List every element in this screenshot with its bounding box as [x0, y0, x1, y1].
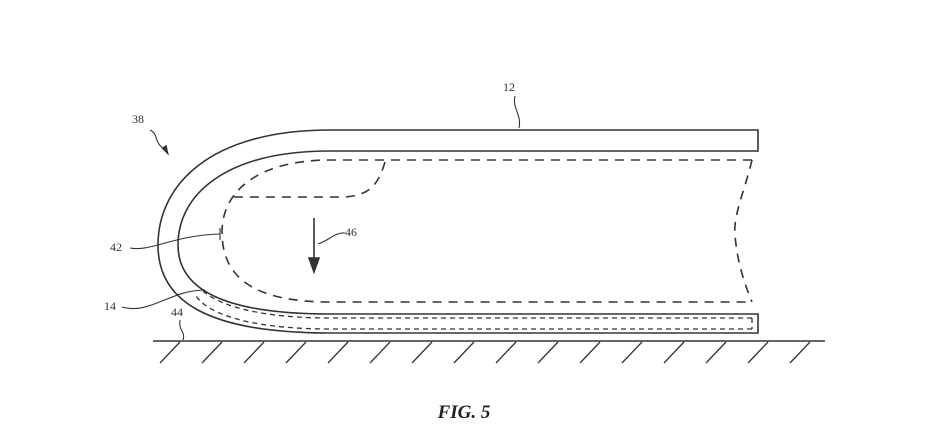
hatch-mark — [747, 341, 769, 364]
hatch-mark — [789, 341, 811, 364]
hatch-mark — [663, 341, 685, 364]
label-38: 38 — [132, 112, 144, 126]
inner-step-dashed — [233, 161, 386, 198]
folded-device-outline — [157, 129, 759, 334]
hatch-mark — [327, 341, 349, 364]
display-layer-dashed-lower — [195, 295, 752, 330]
hatch-mark — [537, 341, 559, 364]
hatch-mark — [621, 341, 643, 364]
hatch-mark — [411, 341, 433, 364]
hatch-mark — [579, 341, 601, 364]
arrowhead-38 — [161, 144, 169, 156]
direction-arrow-head — [307, 257, 321, 275]
inner-dashed-outline — [221, 159, 752, 303]
label-14: 14 — [104, 299, 116, 313]
hatch-mark — [369, 341, 391, 364]
hatch-mark — [453, 341, 475, 364]
hatch-mark — [159, 341, 181, 364]
label-12: 12 — [503, 80, 515, 94]
leader-46 — [317, 232, 346, 245]
hatch-mark — [243, 341, 265, 364]
hatch-mark — [495, 341, 517, 364]
hatch-mark — [705, 341, 727, 364]
label-46: 46 — [345, 225, 357, 239]
leader-42 — [129, 233, 221, 250]
figure-caption: FIG. 5 — [437, 402, 491, 423]
label-42: 42 — [110, 240, 122, 254]
hatch-mark — [285, 341, 307, 364]
leader-14 — [121, 289, 206, 310]
ground-hatching: (function(){ var g=document.currentScrip… — [159, 341, 811, 364]
hatch-mark — [201, 341, 223, 364]
direction-arrow — [307, 218, 321, 275]
label-44: 44 — [171, 305, 183, 319]
display-layer-dashed — [199, 287, 752, 319]
right-dashed-curve — [734, 159, 753, 303]
leader-12 — [513, 95, 521, 129]
leader-44 — [179, 319, 185, 341]
